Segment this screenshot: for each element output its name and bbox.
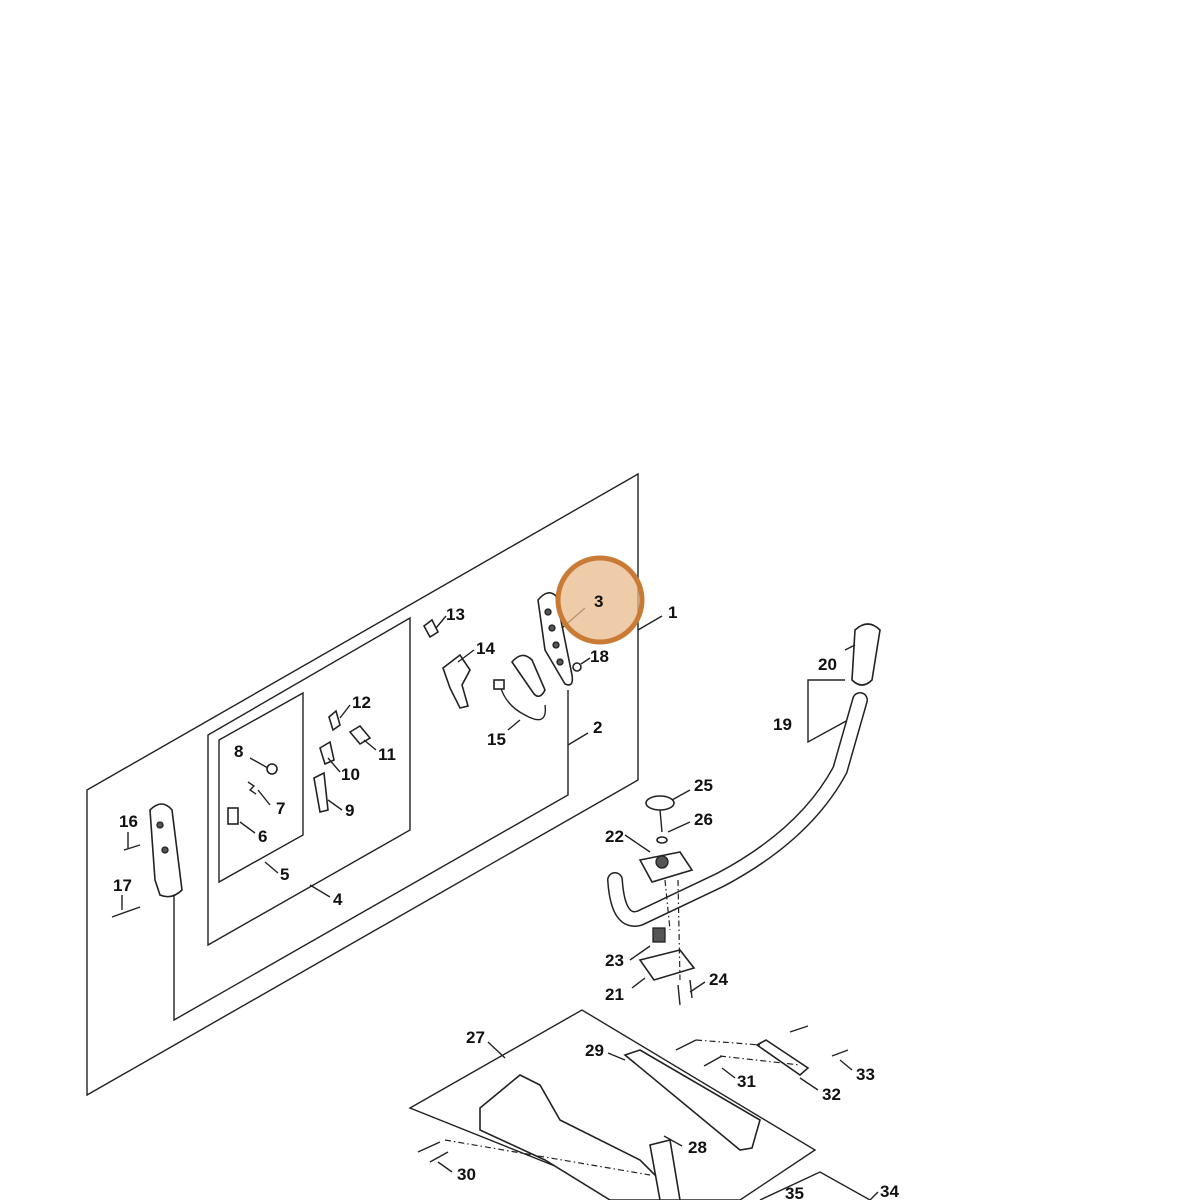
handle-half-part-3 [537,592,574,686]
handlebar-part-19 [607,692,868,927]
callout-6: 6 [258,827,267,846]
spring-part-8 [266,763,278,775]
insert-part-28 [649,1139,681,1200]
callout-33: 33 [856,1065,875,1084]
handle-molding-part-27 [479,1074,682,1200]
callout-26: 26 [694,810,713,829]
bracket-19 [807,679,849,744]
callout-8: 8 [234,742,243,761]
handle-housing-part-16 [149,803,183,898]
callout-34: 34 [880,1182,899,1200]
assembly-box-34 [759,1171,871,1200]
throttle-trigger-part-14 [442,653,471,709]
callout-24: 24 [709,970,728,989]
callout-11: 11 [378,745,396,764]
callout-16: 16 [119,812,138,831]
callout-35: 35 [785,1184,804,1200]
callout-labels: 1 2 3 4 5 6 7 8 9 10 11 12 13 14 15 16 1… [113,592,899,1200]
contact-part-6 [227,807,239,825]
callout-32: 32 [822,1085,841,1104]
highlight-marker [555,555,645,645]
callout-30: 30 [457,1165,476,1184]
callout-19: 19 [773,715,792,734]
callout-20: 20 [818,655,837,674]
screw-part-31 [675,1039,723,1067]
cable-part-15 [493,654,547,721]
interlock-part-12 [328,709,341,732]
knob-part-25 [645,795,675,833]
screw-part-18 [572,662,582,672]
callout-25: 25 [694,776,713,795]
callout-22: 22 [605,827,624,846]
callout-13: 13 [446,605,465,624]
callout-3: 3 [594,592,603,611]
screw-part-30 [417,1141,449,1163]
lever-part-10 [319,740,335,766]
spring-part-23 [652,927,666,943]
callout-17: 17 [113,876,132,895]
callout-18: 18 [590,647,609,666]
callout-15: 15 [487,730,506,749]
callout-12: 12 [352,693,371,712]
assembly-box-1 [86,472,639,1097]
callout-31: 31 [737,1072,756,1091]
screw-part-33 [789,1025,849,1057]
assembly-box-2 [173,690,569,1022]
lever-part-9 [313,771,329,813]
callout-21: 21 [605,985,624,1004]
plate-part-32 [755,1039,810,1077]
grip-part-20 [851,623,881,686]
switch-part-11 [348,724,372,746]
assembly-box-5 [218,691,304,884]
callout-27: 27 [466,1028,485,1047]
clamp-bottom-part-21 [638,949,696,981]
screw-part-17 [111,906,141,918]
lever-part-13 [422,618,440,639]
callout-5: 5 [280,865,289,884]
clamp-top-part-22 [638,851,694,883]
screw-part-16 [123,844,141,851]
screw-part-24 [677,979,693,1006]
assembly-axis-lines [444,1039,801,1176]
callout-1: 1 [668,603,677,622]
spring-part-7 [247,781,257,795]
callout-29: 29 [585,1041,604,1060]
callout-4: 4 [333,890,343,909]
callout-14: 14 [476,639,495,658]
callout-23: 23 [605,951,624,970]
washer-part-26 [656,836,668,844]
callout-2: 2 [593,718,602,737]
callout-7: 7 [276,799,285,818]
assembly-box-4 [207,616,411,947]
callout-28: 28 [688,1138,707,1157]
callout-10: 10 [341,765,360,784]
clamp-axis-line [664,879,681,981]
callout-9: 9 [345,801,354,820]
grip-part-29 [623,1049,761,1151]
